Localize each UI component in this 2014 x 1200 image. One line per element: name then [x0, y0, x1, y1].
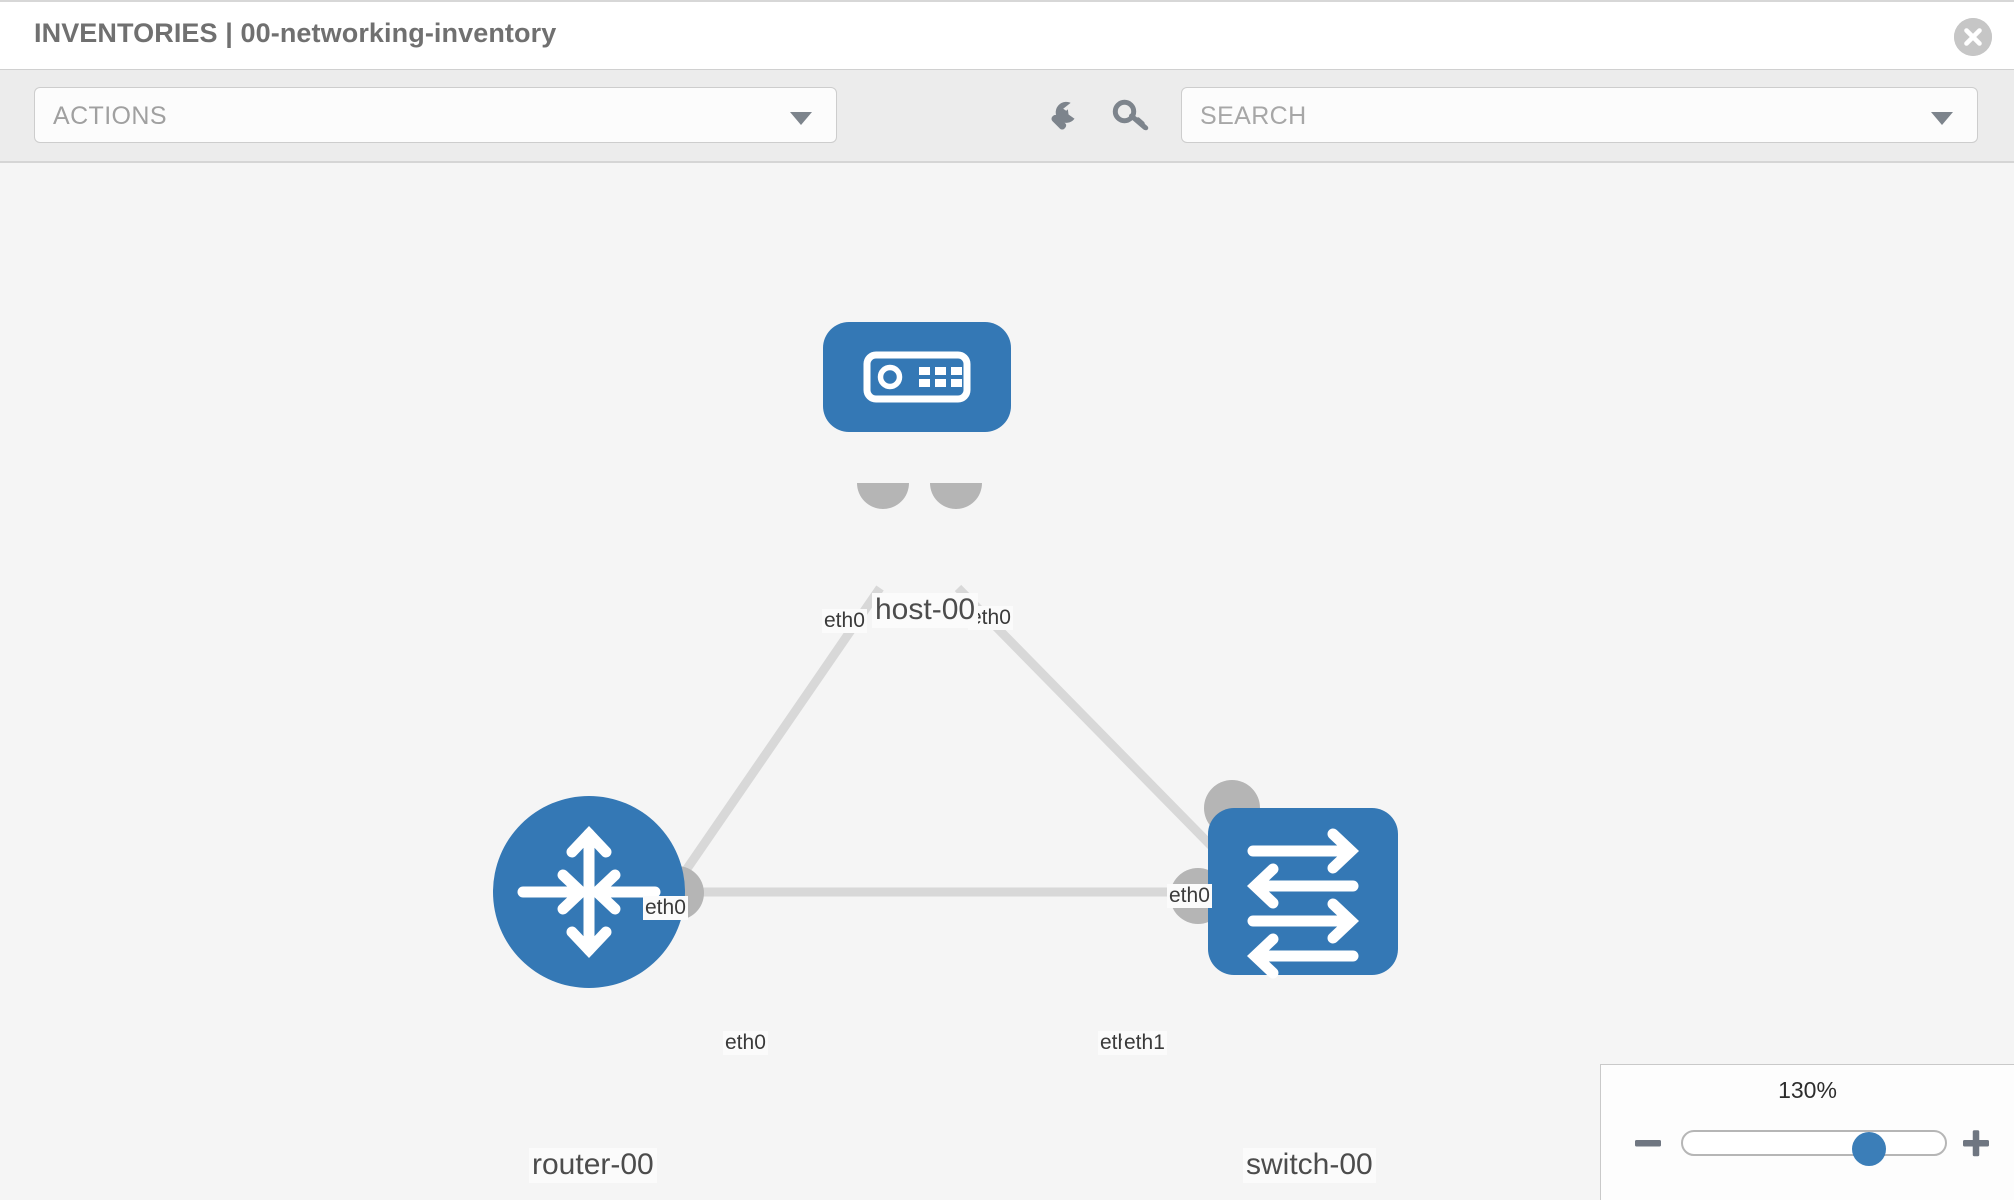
zoom-slider-row	[1601, 1122, 2014, 1168]
link-host-router	[656, 585, 884, 911]
zoom-slider-track[interactable]	[1681, 1130, 1947, 1166]
chevron-down-icon	[790, 112, 812, 125]
port-host-eth0-left	[857, 483, 909, 509]
zoom-slider-thumb[interactable]	[1852, 1132, 1886, 1166]
close-icon[interactable]	[1954, 18, 1992, 56]
node-switch-00	[1208, 808, 1398, 979]
node-label-switch-00: switch-00	[1243, 1148, 1376, 1183]
edge-label: eth0	[1167, 884, 1212, 909]
topology-ports	[677, 483, 1260, 924]
key-icon[interactable]	[1109, 94, 1153, 138]
link-host-switch	[954, 584, 1232, 867]
breadcrumb: INVENTORIES | 00-networking-inventory	[34, 18, 557, 48]
edge-label: eth0	[968, 606, 1013, 631]
search-input[interactable]: SEARCH	[1200, 102, 1307, 130]
node-label-host-00: host-00	[872, 593, 979, 628]
edge-label: eth0	[723, 1031, 768, 1056]
topology-links	[656, 584, 1232, 911]
node-host-00	[823, 322, 1011, 432]
chevron-down-icon	[1931, 112, 1953, 125]
plus-icon[interactable]	[1959, 1126, 1993, 1160]
edge-label: eth1	[1122, 1031, 1167, 1056]
search-dropdown[interactable]: SEARCH	[1181, 87, 1978, 143]
zoom-control-panel: 130%	[1600, 1064, 2014, 1200]
router-arrows-icon	[517, 825, 661, 959]
edge-label: eth0	[643, 896, 688, 921]
topology-graph	[493, 322, 1398, 988]
actions-dropdown[interactable]: ACTIONS	[34, 87, 837, 143]
server-appliance-icon	[863, 351, 971, 403]
wrench-icon[interactable]	[1041, 94, 1085, 138]
page-header: INVENTORIES | 00-networking-inventory	[0, 2, 2014, 70]
port-host-eth0-right	[930, 483, 982, 509]
edge-label: eth0	[822, 609, 867, 634]
node-label-router-00: router-00	[529, 1148, 657, 1183]
topology-canvas[interactable]: eth0 eth0 eth0 eth0 eth0 eth0 eth1 host-…	[0, 163, 2014, 1200]
node-router-00	[493, 796, 685, 988]
zoom-level-value: 130%	[1778, 1077, 1837, 1103]
minus-icon[interactable]	[1631, 1126, 1665, 1160]
toolbar: ACTIONS SEARCH	[0, 70, 2014, 163]
actions-dropdown-label: ACTIONS	[53, 102, 167, 130]
switch-arrows-icon	[1246, 828, 1360, 979]
